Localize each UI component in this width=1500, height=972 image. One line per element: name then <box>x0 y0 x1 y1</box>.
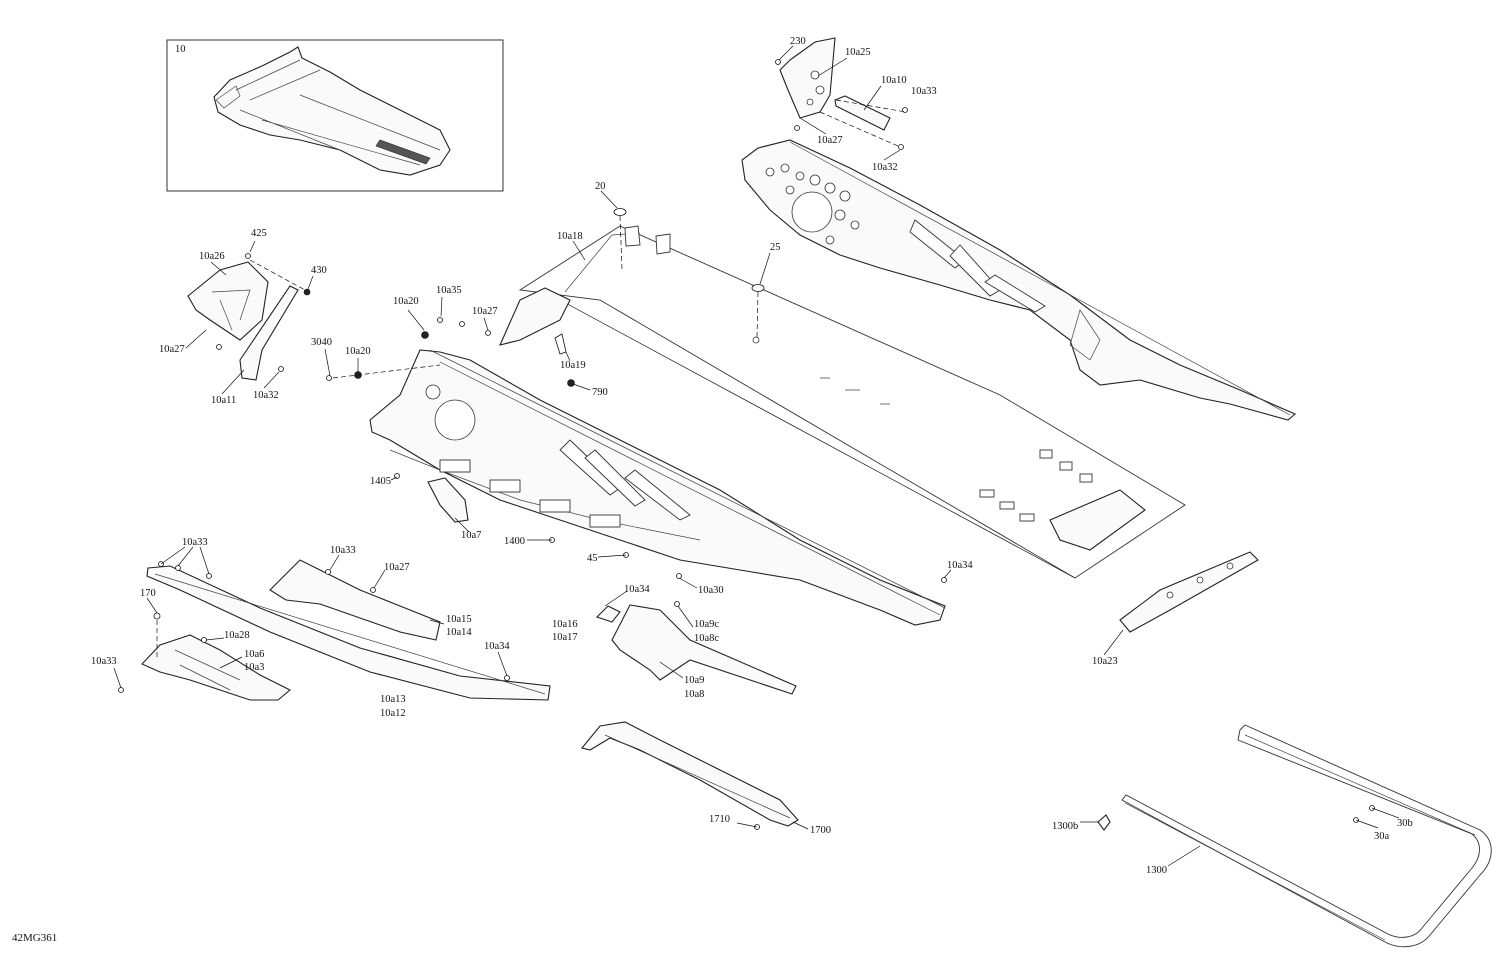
callout-10a8: 10a8 <box>684 689 704 700</box>
callout-10a27: 10a27 <box>817 135 843 146</box>
callout-10a33: 10a33 <box>91 656 117 667</box>
leader-lines <box>113 45 1400 867</box>
callout-10a34: 10a34 <box>484 641 510 652</box>
callout-10a30: 10a30 <box>698 585 724 596</box>
bracket-10a9 <box>595 604 797 695</box>
callout-10a18: 10a18 <box>557 231 583 242</box>
bracket-10a15 <box>269 559 441 641</box>
callout-10a33: 10a33 <box>330 545 356 556</box>
callout-1300b: 1300b <box>1052 821 1078 832</box>
callout-10a25: 10a25 <box>845 47 871 58</box>
callout-10a3: 10a3 <box>244 662 264 673</box>
callout-10a32: 10a32 <box>872 162 898 173</box>
callouts: 10 230 10a25 10a10 10a33 10a27 10a32 20 … <box>91 36 1413 876</box>
inset-assembly-box <box>166 39 504 192</box>
callout-45: 45 <box>587 553 598 564</box>
callout-10a9: 10a9 <box>684 675 704 686</box>
callout-425: 425 <box>251 228 267 239</box>
callout-10a32: 10a32 <box>253 390 279 401</box>
callout-10a23: 10a23 <box>1092 656 1118 667</box>
callout-10a33: 10a33 <box>911 86 937 97</box>
callout-1710: 1710 <box>709 814 730 825</box>
callout-1300: 1300 <box>1146 865 1167 876</box>
callout-10a27: 10a27 <box>472 306 498 317</box>
callout-230: 230 <box>790 36 806 47</box>
right-side-panel <box>741 139 1297 421</box>
callout-10: 10 <box>175 44 186 55</box>
callout-10a17: 10a17 <box>552 632 578 643</box>
callout-10a11: 10a11 <box>211 395 236 406</box>
callout-20: 20 <box>595 181 606 192</box>
callout-430: 430 <box>311 265 327 276</box>
bracket-10a25-group <box>779 37 891 131</box>
callout-10a34: 10a34 <box>624 584 650 595</box>
fasteners <box>118 59 1375 830</box>
callout-10a16: 10a16 <box>552 619 578 630</box>
callout-30a: 30a <box>1374 831 1390 842</box>
callout-10a6: 10a6 <box>244 649 264 660</box>
callout-10a14: 10a14 <box>446 627 472 638</box>
bracket-10a23 <box>1119 551 1259 633</box>
callout-10a20: 10a20 <box>393 296 419 307</box>
callout-10a33: 10a33 <box>182 537 208 548</box>
skid-plate-10a28 <box>141 634 291 701</box>
callout-25: 25 <box>770 242 781 253</box>
handle-loop-1300 <box>1097 724 1492 948</box>
callout-30b: 30b <box>1397 818 1413 829</box>
callout-3040: 3040 <box>311 337 332 348</box>
callout-10a19: 10a19 <box>560 360 586 371</box>
callout-10a13: 10a13 <box>380 694 406 705</box>
callout-1700: 1700 <box>810 825 831 836</box>
bracket-10a26-group <box>187 261 299 381</box>
callout-10a20: 10a20 <box>345 346 371 357</box>
tunnel-top-deck <box>499 225 1186 579</box>
callout-10a8c: 10a8c <box>694 633 719 644</box>
callout-790: 790 <box>592 387 608 398</box>
rail-1700 <box>581 721 799 827</box>
left-side-panel <box>369 349 946 626</box>
callout-10a26: 10a26 <box>199 251 225 262</box>
callout-1400: 1400 <box>504 536 525 547</box>
front-bar-10a13 <box>146 565 551 701</box>
callout-10a10: 10a10 <box>881 75 907 86</box>
callout-10a35: 10a35 <box>436 285 462 296</box>
callout-10a28: 10a28 <box>224 630 250 641</box>
callout-10a15: 10a15 <box>446 614 472 625</box>
callout-1405: 1405 <box>370 476 391 487</box>
callout-10a7: 10a7 <box>461 530 481 541</box>
callout-10a9c: 10a9c <box>694 619 719 630</box>
callout-170: 170 <box>140 588 156 599</box>
callout-10a27: 10a27 <box>384 562 410 573</box>
drawing-code: 42MG361 <box>12 932 58 944</box>
callout-10a34: 10a34 <box>947 560 973 571</box>
callout-10a27: 10a27 <box>159 344 185 355</box>
bracket-10a7 <box>427 477 469 523</box>
callout-10a12: 10a12 <box>380 708 406 719</box>
